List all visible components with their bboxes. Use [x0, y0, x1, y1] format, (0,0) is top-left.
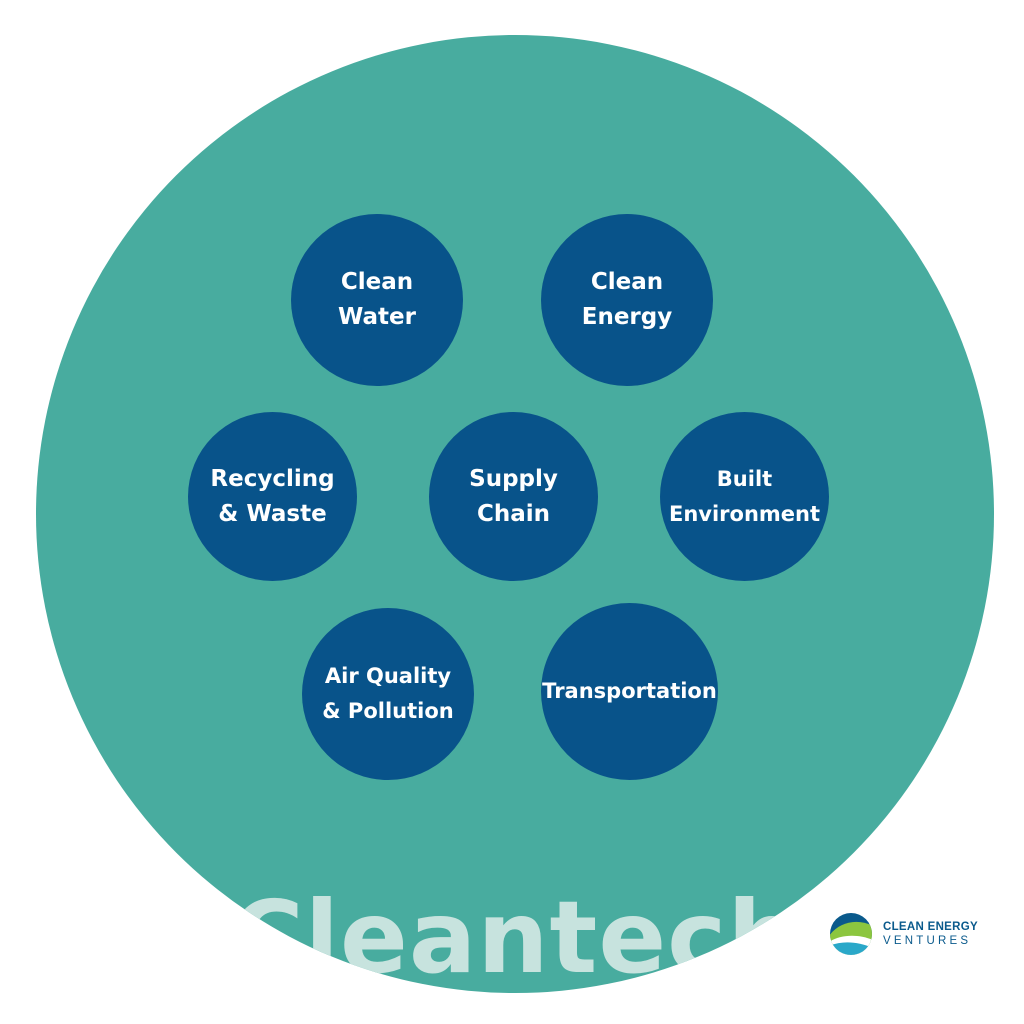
clean-energy-ventures-logo-icon [830, 913, 872, 955]
node-air-quality-pollution: Air Quality & Pollution [302, 608, 474, 780]
node-label-line: Chain [476, 500, 551, 527]
node-clean-energy: Clean Energy [541, 214, 713, 386]
node-label-line: Environment [668, 501, 821, 526]
node-label-line: Supply [469, 465, 558, 492]
node-label-line: Built [716, 466, 773, 491]
node-clean-water: Clean Water [291, 214, 463, 386]
node-transportation: Transportation [541, 603, 718, 780]
node-supply-chain: Supply Chain [429, 412, 598, 581]
node-label-line: Clean [590, 269, 664, 295]
clean-energy-ventures-logo: CLEAN ENERGY VENTURES [829, 910, 979, 958]
node-label-line: Air Quality [324, 664, 452, 688]
node-label-line: Clean [340, 269, 414, 295]
cleantech-label: Cleantech [230, 879, 800, 993]
node-built-environment: Built Environment [660, 412, 829, 581]
node-label-line: Transportation [542, 679, 717, 703]
node-label-line: & Pollution [322, 699, 454, 723]
node-label-line: Energy [581, 304, 673, 330]
node-label-line: & Waste [218, 500, 327, 527]
logo-text-line2: VENTURES [883, 935, 972, 947]
node-recycling-waste: Recycling & Waste [188, 412, 357, 581]
node-label-line: Water [337, 304, 416, 330]
logo-text-line1: CLEAN ENERGY [883, 921, 978, 933]
node-label-line: Recycling [210, 465, 335, 492]
